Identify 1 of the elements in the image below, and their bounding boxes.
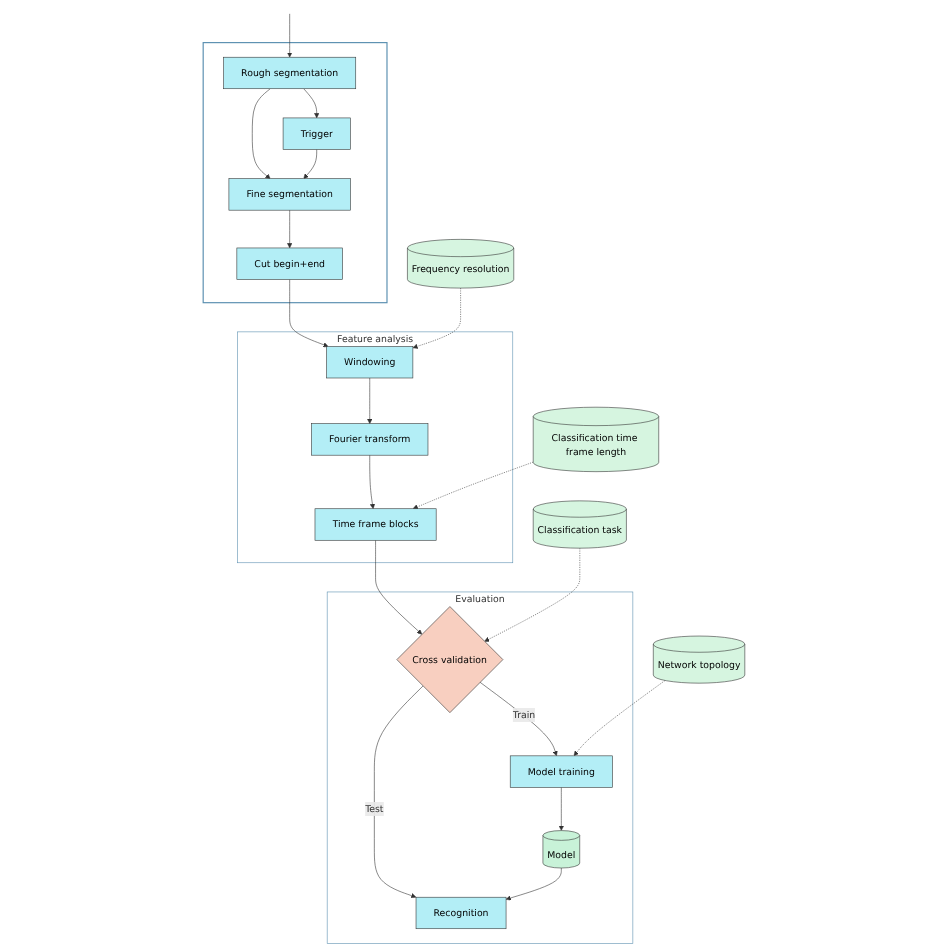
cluster	[202, 42, 388, 304]
